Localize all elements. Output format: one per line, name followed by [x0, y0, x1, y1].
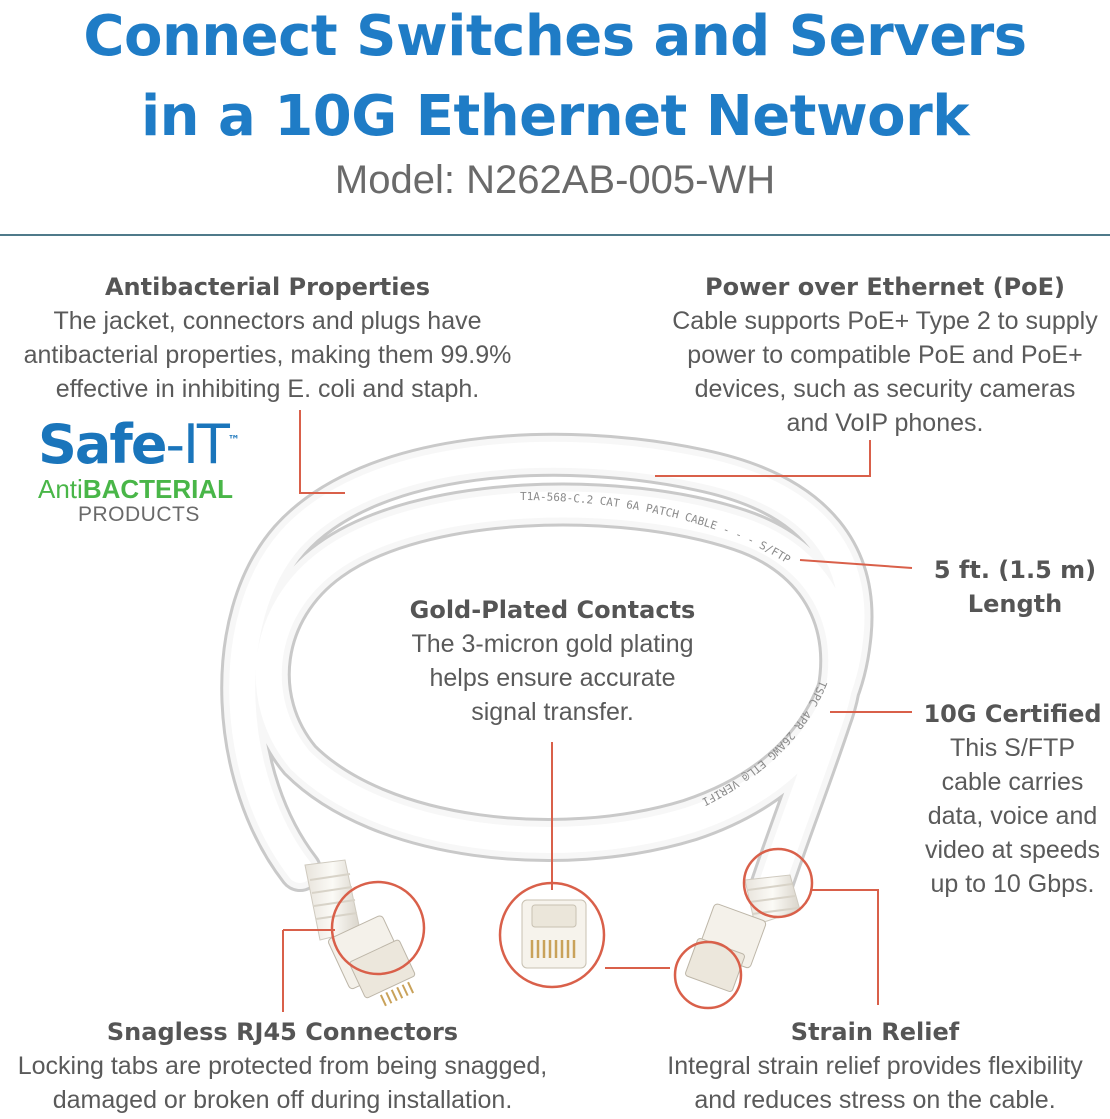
feature-certified-line-2: cable carries: [941, 768, 1084, 796]
feature-poe-title: Power over Ethernet (PoE): [705, 273, 1065, 301]
feature-certified: 10G Certified This S/FTP cable carries d…: [915, 697, 1110, 901]
cable-print-upper: T1A-568-C.2 CAT 6A PATCH CABLE - - - S/F…: [520, 490, 793, 567]
feature-poe-line-1: Cable supports PoE+ Type 2 to supply: [672, 307, 1098, 335]
feature-gold: Gold-Plated Contacts The 3-micron gold p…: [395, 593, 710, 729]
feature-gold-line-1: The 3-micron gold plating: [411, 630, 694, 658]
feature-poe-line-4: and VoIP phones.: [786, 409, 984, 437]
feature-certified-line-1: This S/FTP: [949, 734, 1075, 762]
right-connector: [685, 874, 801, 992]
feature-gold-line-2: helps ensure accurate: [429, 664, 676, 692]
feature-snagless: Snagless RJ45 Connectors Locking tabs ar…: [0, 1015, 565, 1117]
headline-line-1: Connect Switches and Servers: [83, 4, 1027, 69]
feature-antibacterial: Antibacterial Properties The jacket, con…: [0, 270, 535, 406]
callout-circles: [330, 847, 814, 1010]
feature-gold-title: Gold-Plated Contacts: [409, 596, 696, 624]
feature-antibacterial-line-2: antibacterial properties, making them 99…: [23, 341, 512, 369]
logo-anti: Anti: [38, 474, 83, 504]
feature-length-line-1: 5 ft. (1.5 m): [933, 556, 1097, 584]
feature-gold-line-3: signal transfer.: [471, 698, 634, 726]
feature-antibacterial-line-3: effective in inhibiting E. coli and stap…: [55, 375, 480, 403]
cable-print-upper-text: T1A-568-C.2 CAT 6A PATCH CABLE - - - S/F…: [520, 490, 793, 567]
feature-certified-line-4: video at speeds: [924, 836, 1101, 864]
feature-snagless-line-1: Locking tabs are protected from being sn…: [17, 1052, 548, 1080]
logo-products: PRODUCTS: [78, 503, 200, 526]
logo-tm: ™: [227, 433, 240, 447]
feature-snagless-line-2: damaged or broken off during installatio…: [52, 1086, 513, 1114]
logo-brand-suffix: -IT: [165, 413, 229, 476]
feature-certified-line-3: data, voice and: [927, 802, 1098, 830]
feature-antibacterial-line-1: The jacket, connectors and plugs have: [53, 307, 482, 335]
logo-bacterial: BACTERIAL: [82, 474, 234, 504]
safe-it-logo: Safe-IT™ AntiBACTERIAL PRODUCTS: [38, 410, 258, 527]
feature-strain: Strain Relief Integral strain relief pro…: [640, 1015, 1110, 1117]
gold-contacts-connector: [521, 899, 587, 969]
feature-poe-line-2: power to compatible PoE and PoE+: [687, 341, 1083, 369]
feature-strain-title: Strain Relief: [790, 1018, 960, 1046]
feature-snagless-title: Snagless RJ45 Connectors: [106, 1018, 459, 1046]
headline-line-2: in a 10G Ethernet Network: [140, 84, 970, 149]
logo-antibacterial: AntiBACTERIAL: [38, 475, 258, 503]
model-number: Model: N262AB-005-WH: [334, 158, 776, 202]
left-connector: [304, 859, 416, 1007]
feature-strain-line-1: Integral strain relief provides flexibil…: [667, 1052, 1083, 1080]
feature-certified-title: 10G Certified: [923, 700, 1102, 728]
feature-poe-line-3: devices, such as security cameras: [694, 375, 1076, 403]
feature-length: 5 ft. (1.5 m) Length: [920, 553, 1110, 621]
logo-wordmark: Safe-IT™: [38, 410, 258, 475]
feature-certified-line-5: up to 10 Gbps.: [930, 870, 1095, 898]
feature-length-line-2: Length: [967, 590, 1063, 618]
feature-antibacterial-title: Antibacterial Properties: [104, 273, 431, 301]
logo-brand-main: Safe: [38, 413, 167, 476]
header-divider: [0, 234, 1110, 236]
feature-poe: Power over Ethernet (PoE) Cable supports…: [660, 270, 1110, 440]
feature-strain-line-2: and reduces stress on the cable.: [694, 1086, 1056, 1114]
